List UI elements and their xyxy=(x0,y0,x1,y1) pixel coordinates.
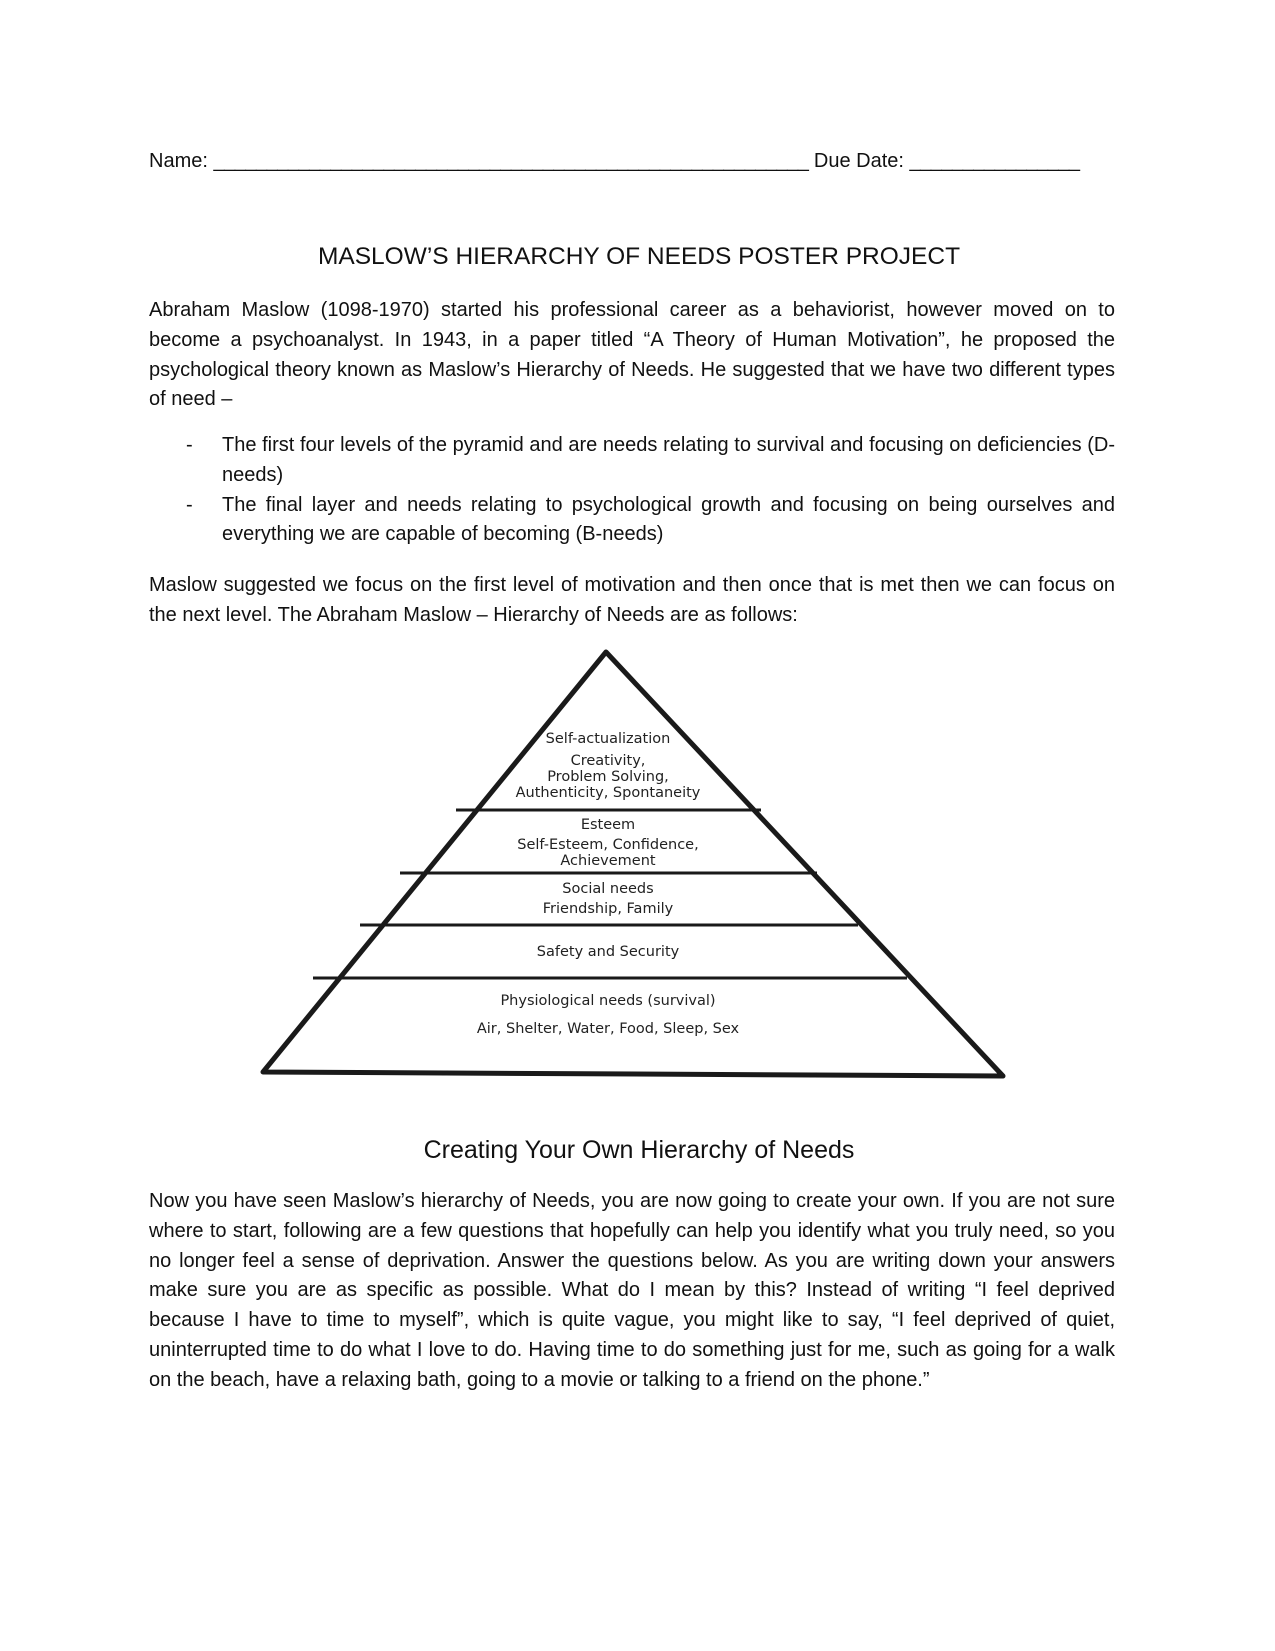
list-item-text: The first four levels of the pyramid and… xyxy=(222,434,1115,486)
hierarchy-pyramid-diagram: Self-actualization Creativity, Problem S… xyxy=(260,649,1006,1079)
section-subtitle: Creating Your Own Hierarchy of Needs xyxy=(423,1136,855,1164)
bullet-dash: - xyxy=(186,434,193,456)
bullet-dash: - xyxy=(186,493,193,516)
list-item-text: The final layer and needs relating to ps… xyxy=(222,493,1115,546)
header-line: Name: __________________________________… xyxy=(149,150,1129,173)
level-esteem-line: Achievement xyxy=(560,853,656,869)
list-item: - The first four levels of the pyramid a… xyxy=(149,431,1115,491)
due-date-label: Due Date: xyxy=(813,150,904,172)
name-blank[interactable]: ________________________________________… xyxy=(213,150,809,172)
list-item: - The final layer and needs relating to … xyxy=(149,491,1115,551)
level-self-actualization-title: Self-actualization xyxy=(546,731,671,747)
due-date-blank[interactable]: ________________ xyxy=(909,150,1080,172)
level-social-line: Friendship, Family xyxy=(543,901,674,917)
follow-up-paragraph: Maslow suggested we focus on the first l… xyxy=(149,574,1115,626)
level-physiological-line: Air, Shelter, Water, Food, Sleep, Sex xyxy=(477,1021,740,1037)
pyramid-outline xyxy=(260,649,1006,1079)
level-esteem-title: Esteem xyxy=(581,817,635,833)
name-label: Name: xyxy=(149,150,208,172)
need-types-list: - The first four levels of the pyramid a… xyxy=(149,431,1115,550)
instructions-paragraph: Now you have seen Maslow’s hierarchy of … xyxy=(149,1190,1115,1391)
level-self-actualization-line: Creativity, xyxy=(571,753,646,769)
level-self-actualization-line: Problem Solving, xyxy=(547,769,669,785)
level-self-actualization-line: Authenticity, Spontaneity xyxy=(516,785,701,801)
level-esteem-line: Self-Esteem, Confidence, xyxy=(517,837,698,853)
level-social-title: Social needs xyxy=(562,881,653,897)
level-physiological-title: Physiological needs (survival) xyxy=(500,993,715,1009)
level-safety-title: Safety and Security xyxy=(537,944,680,960)
intro-paragraph: Abraham Maslow (1098-1970) started his p… xyxy=(149,299,1115,411)
page-title: MASLOW’S HIERARCHY OF NEEDS POSTER PROJE… xyxy=(317,243,961,270)
